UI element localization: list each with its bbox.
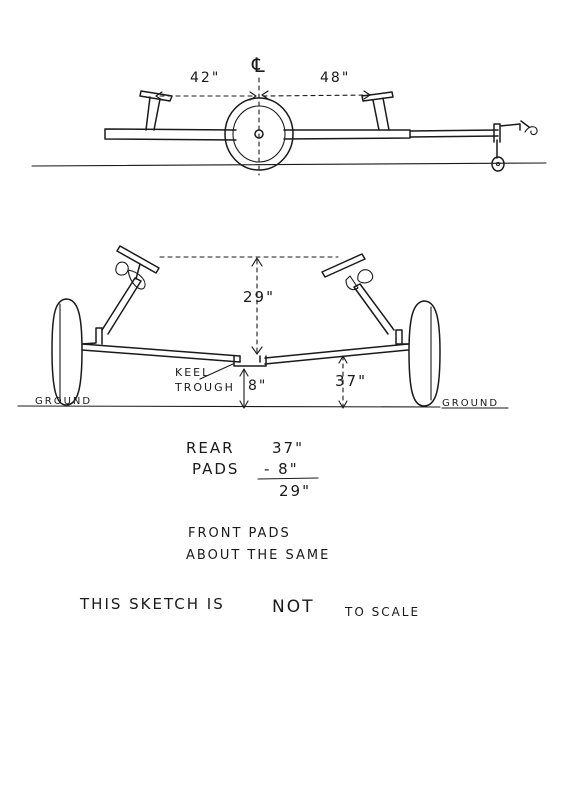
calc-pads-value: - 8" (264, 460, 299, 478)
ground-label-right: GROUND (442, 398, 499, 409)
note-scale-2: NOT (272, 597, 314, 617)
keel-dim-arrows (239, 368, 249, 409)
jack-hub (495, 161, 501, 167)
label-trough: TROUGH (174, 381, 235, 394)
calc-rear-value: 37" (272, 439, 304, 457)
note-about-same: ABOUT THE SAME (186, 548, 330, 563)
rear-left-tire (51, 298, 83, 406)
rear-left-crossmember (81, 343, 241, 363)
bow-hook (524, 126, 538, 136)
calc-rear-label: REAR (186, 439, 235, 457)
label-keel: KEEL (175, 366, 210, 379)
calc-sum-line (257, 477, 319, 480)
side-ground-line (31, 162, 547, 167)
side-right-pad (361, 91, 394, 131)
centerline-symbol: ℄ (251, 53, 267, 77)
pad-calculation: REAR 37" PADS - 8" 29" (186, 439, 319, 500)
note-front-pads: FRONT PADS (188, 526, 291, 541)
rear-ground-line (17, 405, 441, 408)
dim-right-label: 48" (320, 70, 350, 86)
dim-left-label: 42" (190, 70, 220, 86)
rear-left-axle-stub (81, 327, 103, 345)
side-hub (254, 129, 264, 139)
dim-arrows (155, 90, 371, 101)
jack-wheel (491, 156, 505, 172)
ground-label-left: GROUND (35, 396, 92, 407)
rear-right-arm (353, 283, 395, 335)
rear-right-roller (345, 269, 374, 291)
rear-left-bunk (116, 245, 160, 274)
rear-right-crossmember (264, 343, 409, 365)
calc-result: 29" (279, 482, 311, 500)
note-scale-3: TO SCALE (344, 605, 420, 619)
side-wheel-inner (232, 105, 286, 163)
note-scale-1: THIS SKETCH IS (79, 595, 225, 613)
notes: FRONT PADS ABOUT THE SAME THIS SKETCH IS… (79, 526, 420, 619)
side-view: ℄ 42" 48" (31, 53, 547, 176)
dim-pad-height: 29" (243, 288, 275, 306)
wheel-dim-arrows (338, 355, 348, 409)
dim-wheel: 37" (335, 372, 367, 390)
calc-pads-label: PADS (192, 460, 239, 478)
side-wheel-outer (224, 97, 294, 171)
side-frame (104, 128, 499, 141)
rear-left-arm-top (135, 263, 141, 280)
rear-right-tire (408, 300, 441, 407)
dim-keel: 8" (248, 378, 267, 394)
winch-post (493, 120, 530, 143)
rear-right-bunk (321, 253, 366, 278)
rear-view: 29" 8" KEEL TROUGH 37" GROUND GROUND (17, 245, 509, 409)
pad-dim-arrows (251, 257, 263, 355)
dim-right-line (262, 94, 373, 97)
keel-trough (233, 355, 267, 367)
keel-leader (199, 363, 234, 380)
rear-right-axle-stub (395, 329, 409, 345)
side-left-pad (139, 90, 173, 131)
